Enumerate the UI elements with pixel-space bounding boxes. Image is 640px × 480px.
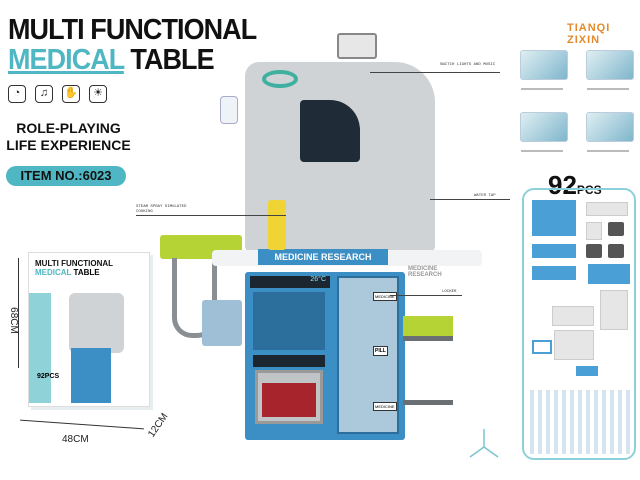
dimension-line	[20, 419, 144, 430]
box-depth: 12CM	[146, 411, 171, 440]
annotation-line	[390, 295, 462, 296]
subtitle-line-2: LIFE EXPERIENCE	[6, 137, 131, 153]
side-shelf	[403, 400, 453, 405]
title-rest: TABLE	[130, 44, 214, 76]
caption-line	[587, 150, 629, 152]
feature-thumbnail	[586, 112, 634, 142]
oven-controls	[253, 355, 325, 367]
iv-bag	[220, 96, 238, 124]
feature-thumbnail	[586, 50, 634, 80]
hand-icon: ✋	[62, 85, 80, 103]
box-title-rest: TABLE	[73, 268, 100, 277]
caption-line	[521, 150, 563, 152]
annotation-water-tap: WATER TAP	[474, 194, 496, 198]
item-number-badge: ITEM NO.:6023	[6, 166, 126, 186]
side-basket	[403, 316, 453, 336]
light-icon: ☀	[89, 85, 107, 103]
product-box: MULTI FUNCTIONAL MEDICAL TABLE 92PCS	[28, 252, 150, 407]
annotation-locker: LOCKER	[442, 290, 457, 294]
annotation-switch: SWITCH LIGHTS AND MUSIC	[440, 63, 496, 67]
piece-count-number: 92	[548, 170, 577, 200]
stethoscope	[172, 258, 217, 338]
annotation-line	[136, 215, 286, 216]
piece-count-unit: PCS	[576, 183, 602, 197]
locker-label: PILL	[373, 346, 388, 356]
feature-thumbnail	[520, 50, 568, 80]
annotation-line	[430, 199, 510, 200]
box-pcs: 92PCS	[37, 373, 60, 380]
title-line-2: MEDICAL TABLE	[8, 44, 215, 77]
caption-line	[587, 88, 629, 90]
medicine-research-sign: MEDICINE RESEARCH	[258, 249, 388, 265]
box-title-1: MULTI FUNCTIONAL	[35, 259, 114, 268]
medicine-shelf	[253, 292, 325, 350]
subtitle-line-1: ROLE-PLAYING	[16, 120, 121, 136]
thermometer-gun	[268, 200, 286, 250]
side-sign: MEDICINE RESEARCH	[408, 266, 442, 278]
side-pocket	[202, 300, 242, 346]
brand-logo: TIANQI ZIXIN	[567, 22, 611, 46]
piece-count: 92PCS	[548, 170, 602, 201]
locker-door: MEDICINE PILL MEDICINE	[337, 276, 399, 434]
axis-icon	[469, 429, 499, 458]
caption-line	[521, 88, 563, 90]
box-width: 48CM	[62, 434, 89, 445]
box-height: 68CM	[7, 307, 19, 334]
oven-door	[255, 370, 323, 424]
parts-panel	[522, 188, 636, 460]
music-note-icon: ♫	[35, 85, 53, 103]
speech-icon: ◔	[8, 85, 26, 103]
side-shelf	[403, 336, 453, 341]
box-title-accent: MEDICAL	[35, 268, 72, 277]
locker-label: MEDICINE	[373, 292, 397, 301]
xray-screen	[300, 100, 360, 162]
title-accent: MEDICAL	[8, 44, 125, 76]
digital-display: 26°C	[250, 276, 330, 288]
locker-label: MEDICINE	[373, 402, 397, 411]
annotation-line	[370, 72, 500, 73]
dimension-line	[18, 258, 19, 368]
glasses	[262, 70, 298, 88]
title-line-1: MULTI FUNCTIONAL	[8, 14, 257, 46]
clock	[337, 33, 377, 59]
feature-thumbnail	[520, 112, 568, 142]
annotation-steam: STEAM SPRAY SIMULATED COOKING	[136, 205, 187, 214]
